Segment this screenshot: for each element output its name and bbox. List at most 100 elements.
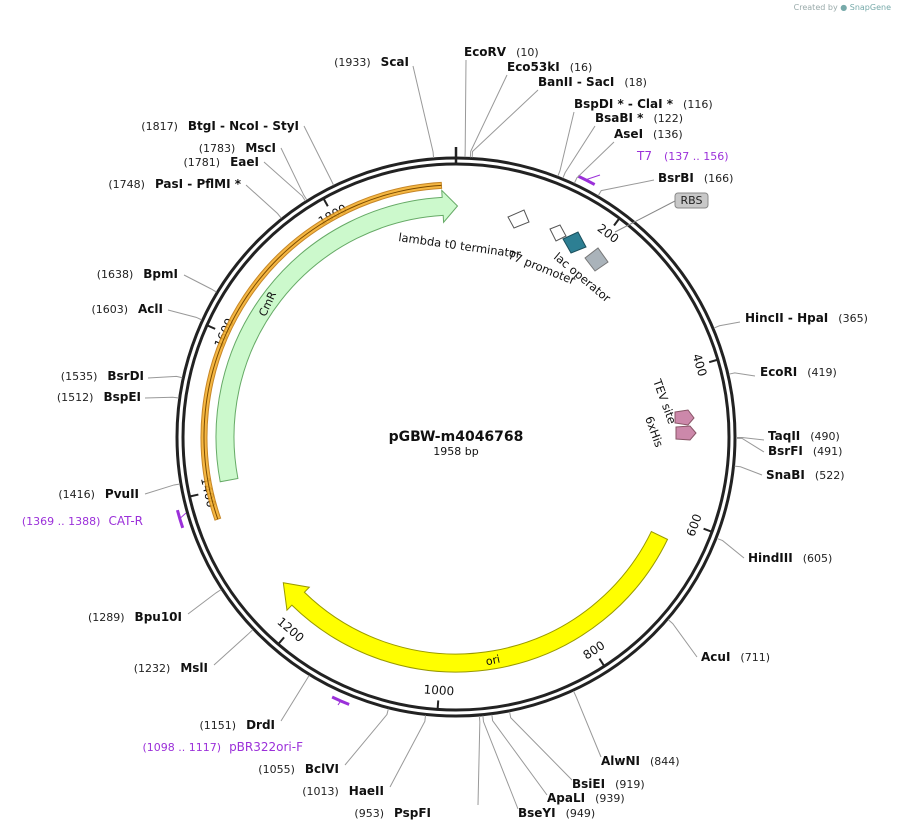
- site-position: (1289): [88, 611, 125, 624]
- primer-binding-mark: [331, 695, 350, 706]
- restriction-site[interactable]: ApaLI(939): [547, 791, 625, 805]
- site-leader: [213, 629, 254, 666]
- restriction-site[interactable]: BseYI(949): [518, 806, 595, 820]
- primer-leader: [586, 174, 601, 180]
- restriction-site[interactable]: Eco53kI(16): [507, 60, 592, 74]
- restriction-site[interactable]: HindIII(605): [748, 551, 832, 565]
- site-position: (711): [740, 651, 770, 664]
- restriction-site[interactable]: ScaI(1933): [334, 55, 409, 69]
- site-position: (1232): [134, 662, 171, 675]
- restriction-site[interactable]: BspDI * - ClaI *(116): [574, 97, 713, 111]
- site-leader: [597, 179, 655, 197]
- rbs-leader: [614, 200, 676, 233]
- primer-binding-mark: [175, 509, 185, 529]
- lambda-t0-terminator-feature[interactable]: [507, 209, 530, 229]
- scale-tick: [205, 323, 216, 330]
- 6xhis-feature[interactable]: [675, 425, 697, 441]
- site-position: (1151): [199, 719, 236, 732]
- site-position: (522): [815, 469, 845, 482]
- site-name: ScaI: [381, 55, 409, 69]
- restriction-site[interactable]: BanII - SacI (18): [538, 75, 647, 89]
- restriction-site[interactable]: AcuI (711): [701, 650, 770, 664]
- site-position: (10): [516, 46, 539, 59]
- rbs-label-box: [674, 192, 709, 209]
- site-name: Bpu10I: [135, 610, 182, 624]
- restriction-site[interactable]: MslI(1232): [134, 661, 208, 675]
- site-position: (1638): [97, 268, 134, 281]
- site-position: (939): [595, 792, 625, 805]
- ori-feature[interactable]: [282, 530, 669, 673]
- restriction-site[interactable]: Bpu10I (1289): [88, 610, 182, 624]
- restriction-site[interactable]: BsrFI(491): [768, 444, 842, 458]
- restriction-site[interactable]: BsrBI(166): [658, 171, 733, 185]
- restriction-site[interactable]: EaeI(1781): [184, 155, 259, 169]
- site-position: (1783): [199, 142, 236, 155]
- site-name: BsrDI: [107, 369, 144, 383]
- primer[interactable]: CAT-R(1369 .. 1388): [22, 514, 143, 528]
- primer-position: (1098 .. 1117): [143, 741, 222, 754]
- restriction-site[interactable]: BpmI(1638): [97, 267, 178, 281]
- restriction-site[interactable]: HaeII(1013): [302, 784, 384, 798]
- scale-tick: [322, 196, 329, 207]
- primer[interactable]: pBR322ori-F (1098 .. 1117): [143, 740, 304, 754]
- scale-tick-label: 200: [595, 221, 622, 246]
- restriction-site[interactable]: EcoRV(10): [464, 45, 539, 59]
- site-name: AcuI: [701, 650, 730, 664]
- site-leader: [573, 141, 615, 184]
- restriction-site[interactable]: TaqII(490): [768, 429, 840, 443]
- t7-promoter-feature[interactable]: [549, 224, 567, 242]
- restriction-site[interactable]: PasI - PflMI *(1748): [108, 177, 241, 191]
- restriction-site[interactable]: BsrDI(1535): [61, 369, 144, 383]
- primer-binding-mark: [577, 174, 596, 186]
- restriction-site[interactable]: AlwNI (844): [601, 754, 680, 768]
- site-position: (166): [704, 172, 734, 185]
- primer-name: pBR322ori-F: [229, 740, 303, 754]
- site-name: BseYI: [518, 806, 556, 820]
- scale-tick-label: 800: [581, 638, 608, 662]
- restriction-site[interactable]: BspEI(1512): [57, 390, 141, 404]
- primer-name: CAT-R: [108, 514, 143, 528]
- rbs-feature[interactable]: [584, 247, 609, 272]
- primer[interactable]: T7(137 .. 156): [636, 149, 729, 163]
- site-leader: [344, 708, 389, 766]
- scale-tick: [188, 493, 199, 498]
- site-position: (18): [624, 76, 647, 89]
- restriction-site[interactable]: DrdI(1151): [199, 718, 275, 732]
- site-position: (844): [650, 755, 680, 768]
- 6xhis-label: 6xHis: [642, 414, 666, 449]
- site-name: BanII - SacI: [538, 75, 614, 89]
- tev-site-feature[interactable]: [674, 409, 695, 426]
- site-leader: [509, 711, 573, 781]
- site-name: BsrFI: [768, 444, 803, 458]
- restriction-site[interactable]: SnaBI(522): [766, 468, 845, 482]
- site-position: (1781): [184, 156, 221, 169]
- restriction-site[interactable]: BclVI(1055): [258, 762, 339, 776]
- site-name: Eco53kI: [507, 60, 560, 74]
- backbone-inner: [181, 162, 731, 712]
- restriction-site[interactable]: PspFI(953): [354, 806, 431, 820]
- site-name: AlwNI: [601, 754, 640, 768]
- lac-operator-feature[interactable]: [562, 231, 587, 254]
- site-leader: [144, 396, 179, 399]
- restriction-site[interactable]: AclI(1603): [91, 302, 163, 316]
- restriction-site[interactable]: BsaBI *(122): [595, 111, 683, 125]
- restriction-site[interactable]: BsiEI(919): [572, 777, 645, 791]
- restriction-site[interactable]: BtgI - NcoI - StyI(1817): [141, 119, 299, 133]
- scale-tick: [598, 658, 606, 668]
- site-position: (122): [653, 112, 683, 125]
- restriction-site[interactable]: PvuII(1416): [58, 487, 139, 501]
- restriction-site[interactable]: HincII - HpaI(365): [745, 311, 868, 325]
- site-leader: [471, 89, 539, 158]
- restriction-site[interactable]: EcoRI(419): [760, 365, 837, 379]
- restriction-site[interactable]: MscI(1783): [199, 141, 276, 155]
- site-position: (1512): [57, 391, 94, 404]
- site-leader: [728, 372, 756, 377]
- site-leader: [280, 675, 310, 722]
- cmr-feature[interactable]: [215, 189, 459, 483]
- site-leader: [412, 65, 435, 158]
- site-position: (365): [838, 312, 868, 325]
- site-leader: [469, 74, 508, 158]
- site-leader: [482, 715, 519, 810]
- restriction-site[interactable]: AseI(136): [614, 127, 683, 141]
- scale-tick-label: 400: [690, 352, 710, 378]
